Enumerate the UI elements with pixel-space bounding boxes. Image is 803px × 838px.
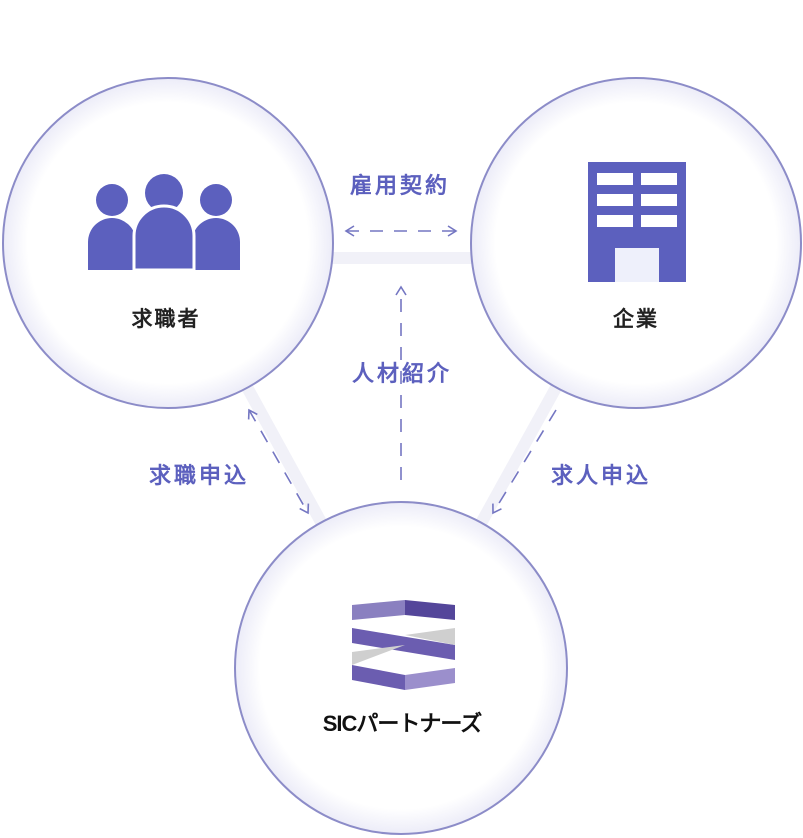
job-application-label: 求職申込 xyxy=(148,464,250,489)
building-icon xyxy=(588,162,686,282)
employment-contract-label: 雇用契約 xyxy=(349,174,451,199)
job-posting-label: 求人申込 xyxy=(550,464,652,489)
company-label: 企業 xyxy=(613,307,659,331)
sic-logo-text: SICパートナーズ xyxy=(322,711,483,736)
job-seeker-label: 求職者 xyxy=(131,307,201,331)
people-icon xyxy=(88,174,240,272)
talent-referral-label: 人材紹介 xyxy=(351,362,453,387)
application-arrow xyxy=(247,408,310,515)
arrows xyxy=(247,225,557,515)
sic-logo-mark xyxy=(352,600,455,690)
posting-arrow xyxy=(492,409,557,515)
sic-circle xyxy=(234,501,568,835)
